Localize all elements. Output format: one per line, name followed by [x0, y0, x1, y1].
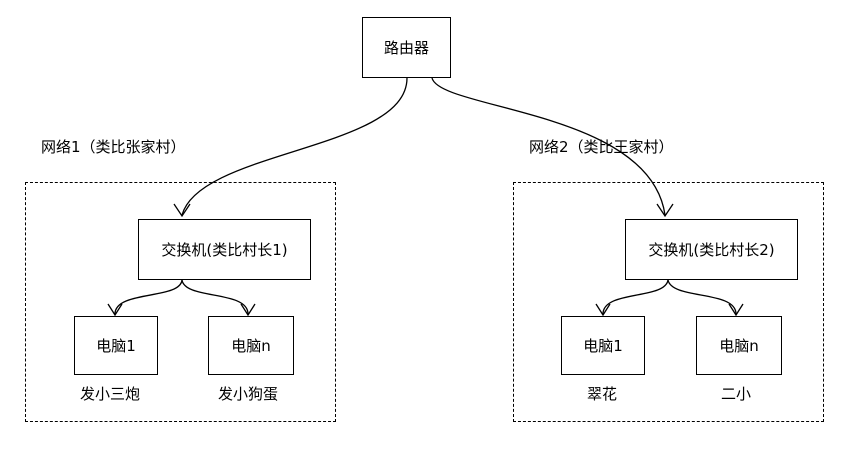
network1-computer1-caption: 发小三炮 — [80, 385, 141, 403]
network2-computer1-node: 电脑1 — [561, 316, 645, 375]
network1-group — [25, 182, 336, 422]
network1-computer1-node: 电脑1 — [74, 316, 158, 375]
router-label: 路由器 — [383, 39, 429, 57]
network1-title: 网络1（类比张家村） — [41, 138, 186, 156]
network1-computern-caption: 发小狗蛋 — [218, 385, 279, 403]
network2-group — [513, 182, 824, 422]
network2-title: 网络2（类比王家村） — [529, 138, 674, 156]
network1-computern-node: 电脑n — [208, 316, 294, 375]
network2-computern-caption: 二小 — [721, 385, 752, 403]
arrow-switch2-computern — [728, 303, 744, 317]
edge-switch1-computer1 — [114, 279, 183, 315]
network2-computer1-caption: 翠花 — [587, 385, 618, 403]
network1-switch-node: 交换机(类比村长1) — [138, 219, 311, 280]
edge-switch2-computern — [667, 279, 737, 315]
arrow-switch2 — [656, 203, 674, 218]
network2-switch-label: 交换机(类比村长2) — [648, 241, 775, 259]
arrow-switch2-computer1 — [595, 303, 611, 317]
arrow-switch1-computern — [240, 303, 256, 317]
edge-switch2-computer1 — [602, 279, 669, 315]
arrow-switch1 — [173, 203, 191, 218]
network2-computern-node: 电脑n — [696, 316, 782, 375]
network1-switch-label: 交换机(类比村长1) — [161, 241, 288, 259]
router-node: 路由器 — [362, 17, 451, 78]
edge-router-switch1 — [181, 77, 408, 216]
network2-computern-label: 电脑n — [719, 337, 759, 355]
network2-switch-node: 交换机(类比村长2) — [625, 219, 798, 280]
network2-computer1-label: 电脑1 — [583, 337, 623, 355]
network1-computern-label: 电脑n — [231, 337, 271, 355]
network1-computer1-label: 电脑1 — [96, 337, 136, 355]
arrow-switch1-computer1 — [107, 303, 123, 317]
edge-router-switch2 — [431, 77, 666, 216]
edge-switch1-computern — [181, 279, 249, 315]
